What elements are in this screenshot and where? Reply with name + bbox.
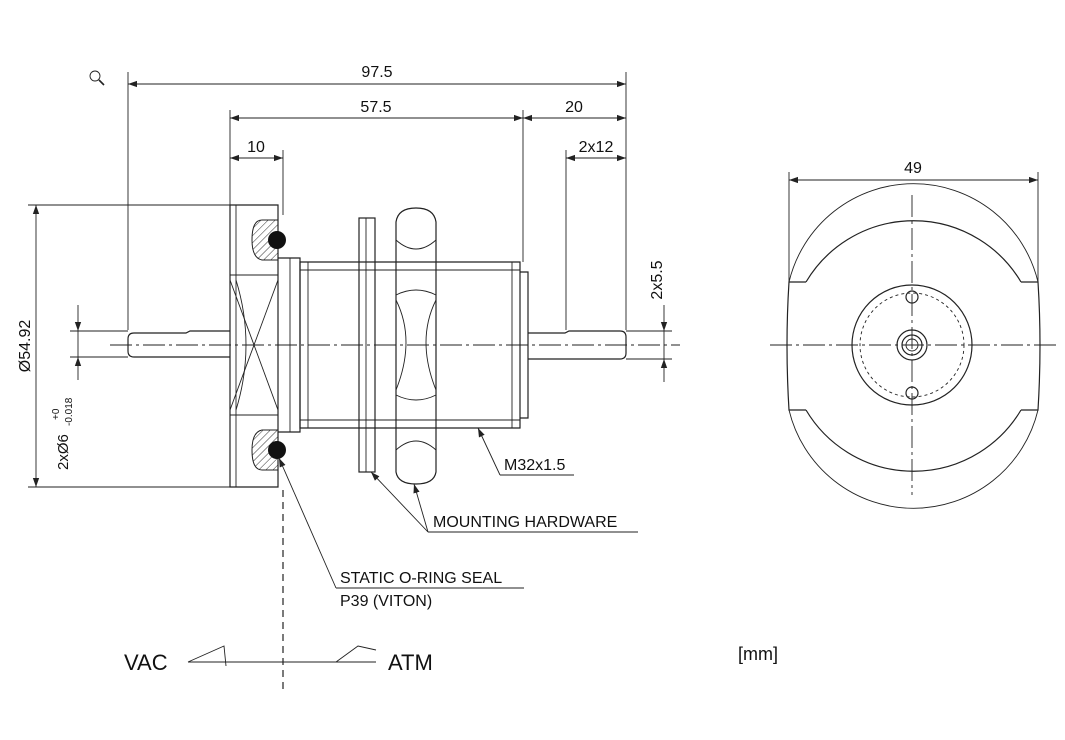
oring-groove-top: [251, 219, 279, 261]
dim-pin-height: 2x5.5: [649, 260, 666, 299]
left-pin: [127, 330, 230, 358]
callout-seal-line1: STATIC O-RING SEAL: [340, 570, 502, 587]
dim-front-diameter: 49: [904, 160, 922, 177]
dim-pin-diameter: 2xØ6: [55, 434, 72, 470]
flange: [229, 204, 279, 488]
label-vac: VAC: [124, 650, 168, 675]
dimensions: 97.5 57.5 20 10 2x12 Ø54.92 2xØ6 +0 -0.0…: [17, 64, 672, 488]
callout-thread: M32x1.5: [504, 457, 565, 474]
side-view: [110, 204, 680, 690]
dim-pin-spacing: 2x12: [579, 139, 614, 156]
threaded-body: [299, 261, 529, 429]
washer: [358, 217, 376, 473]
right-pin: [528, 330, 627, 360]
dim-outer-diameter: Ø54.92: [17, 320, 34, 373]
callouts: M32x1.5 MOUNTING HARDWARE STATIC O-RING …: [278, 427, 638, 610]
dim-pin-tol-lower: -0.018: [64, 397, 75, 426]
front-view: 49: [770, 160, 1058, 509]
arrow-vac: [187, 645, 227, 667]
arrow-atm: [335, 645, 377, 663]
dim-pin-length: 20: [565, 99, 583, 116]
magnifier-icon[interactable]: [89, 70, 105, 86]
oring-groove-bottom: [251, 429, 279, 471]
dim-overall-length: 97.5: [361, 64, 392, 81]
dim-pin-tol-upper: +0: [51, 408, 62, 420]
dim-body-length: 57.5: [360, 99, 391, 116]
oring-top: [268, 231, 286, 249]
vac-atm-indicator: VAC ATM: [124, 645, 433, 675]
callout-seal-line2: P39 (VITON): [340, 593, 432, 610]
label-atm: ATM: [388, 650, 433, 675]
callout-hardware: MOUNTING HARDWARE: [433, 514, 617, 531]
dim-flange-width: 10: [247, 139, 265, 156]
units-label: [mm]: [738, 644, 778, 664]
oring-bottom: [268, 441, 286, 459]
hex-nut: [395, 207, 437, 485]
